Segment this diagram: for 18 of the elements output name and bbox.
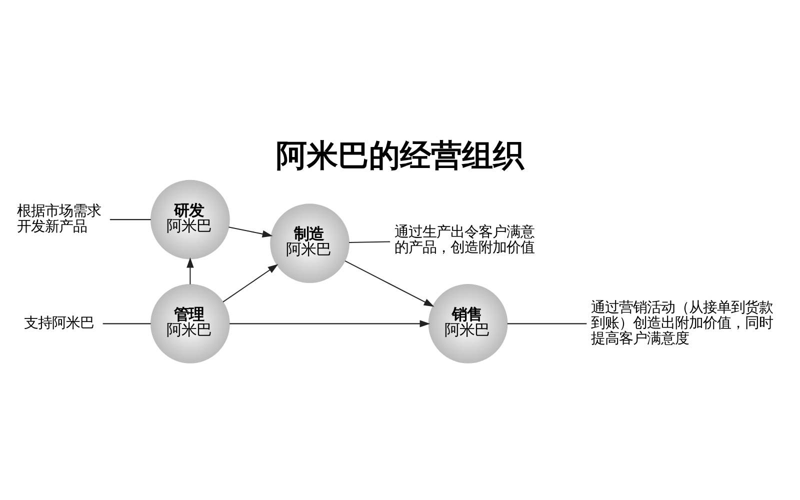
arrow (344, 260, 434, 306)
node-text: 根据市场需求开发新产品 (16, 203, 101, 235)
node-text: 通过生产出令客户满意的产品，创造附加价值 (394, 224, 534, 256)
diagram-title: 阿米巴的经营组织 (276, 137, 524, 174)
arrow (228, 226, 273, 237)
connector (507, 322, 587, 324)
arrow (222, 264, 278, 302)
node-circle: 销售阿米巴 (428, 284, 508, 363)
arrow (230, 320, 430, 327)
node-text: 通过营销活动（从接单到货款到账）创造出附加价值，同时提高客户满意度 (591, 300, 774, 346)
connector (349, 240, 390, 243)
node-circle: 研发阿米巴 (150, 179, 230, 259)
arrow (186, 256, 194, 284)
connector (102, 322, 151, 324)
node-text: 支持阿米巴 (24, 315, 94, 332)
node-circle: 管理阿米巴 (150, 284, 230, 363)
node-circle: 制造阿米巴 (270, 203, 350, 282)
connector (110, 218, 151, 220)
